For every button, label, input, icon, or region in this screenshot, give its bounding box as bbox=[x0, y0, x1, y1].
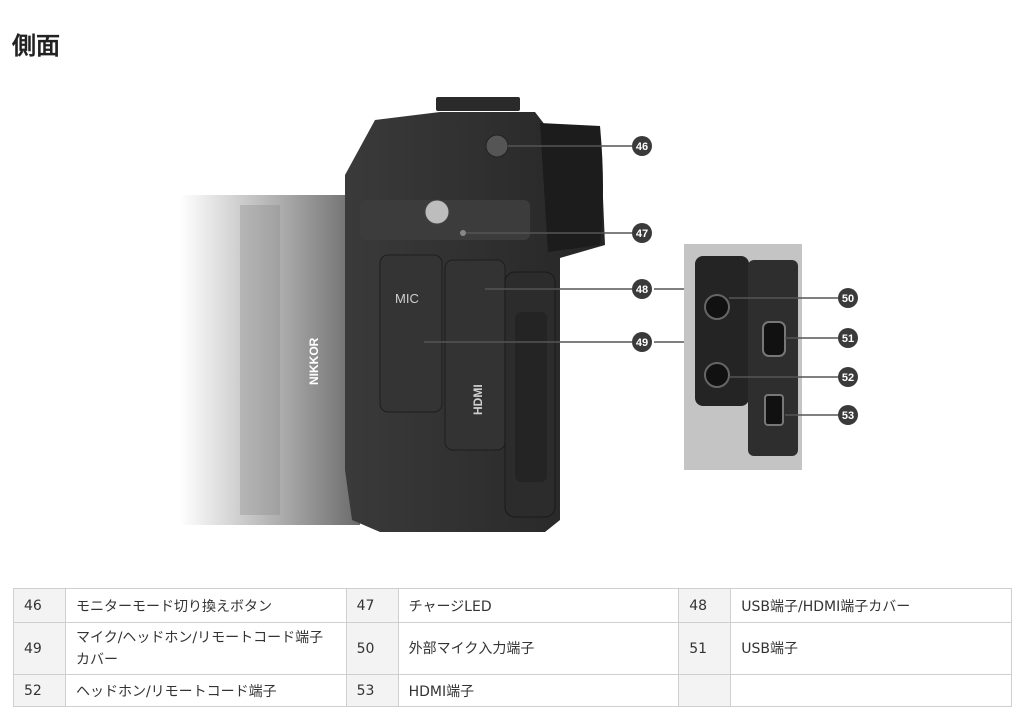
leader-lines bbox=[424, 145, 838, 416]
camera-body: MIC HDMI bbox=[345, 97, 605, 532]
callout-53: 53 bbox=[838, 405, 858, 425]
part-number: 47 bbox=[345, 588, 399, 623]
port-detail-panel bbox=[684, 244, 802, 470]
callout-52: 52 bbox=[838, 367, 858, 387]
parts-table: 46 モニターモード切り換えボタン 47 チャージLED 48 USB端子/HD… bbox=[13, 588, 1012, 707]
part-label: 外部マイク入力端子 bbox=[397, 622, 680, 675]
hdmi-label: HDMI bbox=[471, 384, 485, 415]
part-number: 46 bbox=[13, 588, 66, 623]
callout-50: 50 bbox=[838, 288, 858, 308]
svg-text:53: 53 bbox=[842, 410, 854, 422]
callout-48: 48 bbox=[632, 279, 652, 299]
part-number: 52 bbox=[13, 674, 66, 707]
callout-46: 46 bbox=[632, 136, 652, 156]
part-number: 53 bbox=[345, 674, 399, 707]
part-label: モニターモード切り換えボタン bbox=[64, 588, 347, 623]
svg-text:50: 50 bbox=[842, 293, 854, 305]
lens: NIKKOR bbox=[180, 195, 360, 525]
table-row: 52 ヘッドホン/リモートコード端子 53 HDMI端子 bbox=[13, 674, 1012, 707]
camera-side-figure: NIKKOR MIC HDMI bbox=[180, 97, 858, 532]
part-label: USB端子/HDMI端子カバー bbox=[730, 588, 1012, 623]
callout-49: 49 bbox=[632, 332, 652, 352]
svg-text:52: 52 bbox=[842, 372, 854, 384]
svg-text:49: 49 bbox=[636, 337, 648, 349]
mic-label: MIC bbox=[395, 291, 419, 306]
part-number: 48 bbox=[678, 588, 732, 623]
part-label: HDMI端子 bbox=[397, 674, 680, 707]
part-number: 51 bbox=[678, 622, 732, 675]
page-title: 側面 bbox=[12, 32, 60, 60]
table-row: 46 モニターモード切り換えボタン 47 チャージLED 48 USB端子/HD… bbox=[13, 588, 1012, 623]
callout-47: 47 bbox=[632, 223, 652, 243]
svg-text:51: 51 bbox=[842, 333, 854, 345]
lens-brand-label: NIKKOR bbox=[307, 337, 321, 385]
part-label bbox=[730, 674, 1012, 707]
part-label: マイク/ヘッドホン/リモートコード端子カバー bbox=[64, 622, 347, 675]
svg-text:46: 46 bbox=[636, 141, 648, 153]
svg-text:47: 47 bbox=[636, 228, 648, 240]
part-number bbox=[678, 674, 732, 707]
callout-51: 51 bbox=[838, 328, 858, 348]
part-number: 49 bbox=[13, 622, 66, 675]
part-label: チャージLED bbox=[397, 588, 680, 623]
part-number: 50 bbox=[345, 622, 399, 675]
part-label: USB端子 bbox=[730, 622, 1012, 675]
part-label: ヘッドホン/リモートコード端子 bbox=[64, 674, 347, 707]
table-row: 49 マイク/ヘッドホン/リモートコード端子カバー 50 外部マイク入力端子 5… bbox=[13, 622, 1012, 675]
svg-text:48: 48 bbox=[636, 284, 648, 296]
